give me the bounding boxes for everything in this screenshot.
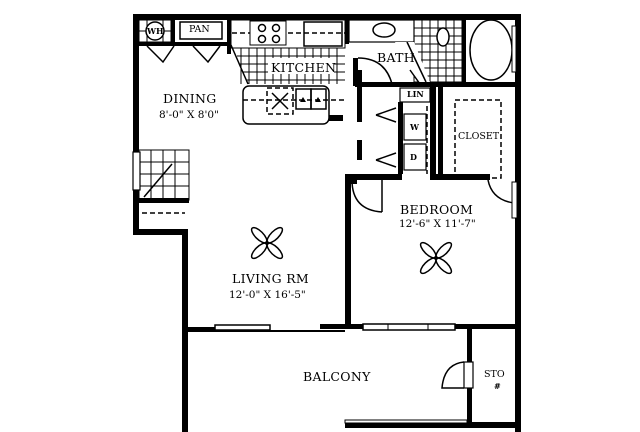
laundry-closet-area [345,87,518,219]
bath-label: BATH [377,50,415,65]
linen-label: LIN [407,89,424,99]
living-room-dimensions: 12'-0" X 16'-5" [229,289,306,301]
kitchen-label: KITCHEN [271,60,337,75]
storage-label: STO [484,369,505,380]
closet-label: CLOSET [458,131,500,142]
refrigerator-icon [303,21,343,47]
dining-label: DINING [163,91,217,106]
bathroom [345,14,520,87]
kitchen [227,14,346,125]
sink-icon [295,88,327,110]
water-heater-icon [145,21,165,41]
washer-label: W [410,122,419,132]
vanity-sink-icon [372,22,396,38]
toilet-icon [436,27,450,47]
dining-dimensions: 8'-0" X 8'0" [159,109,219,121]
entry-stair [132,149,190,214]
storage-mark: # [494,381,501,391]
bathtub-icon [469,19,513,81]
ceiling-fan-living-icon [250,226,284,260]
bedroom-dimensions: 12'-6" X 11'-7" [399,218,476,230]
balcony-label: BALCONY [303,369,371,384]
dryer-label: D [410,152,417,162]
balcony-wall [182,323,520,425]
living-room-label: LIVING RM [232,271,310,286]
water-heater-label: WH [147,26,164,36]
pantry-label: PAN [189,24,210,35]
dishwasher-icon [266,87,294,115]
ceiling-fan-bedroom-icon [419,241,453,275]
utility-area [138,19,227,64]
stove-icon [249,20,287,46]
bedroom-label: BEDROOM [400,202,474,217]
